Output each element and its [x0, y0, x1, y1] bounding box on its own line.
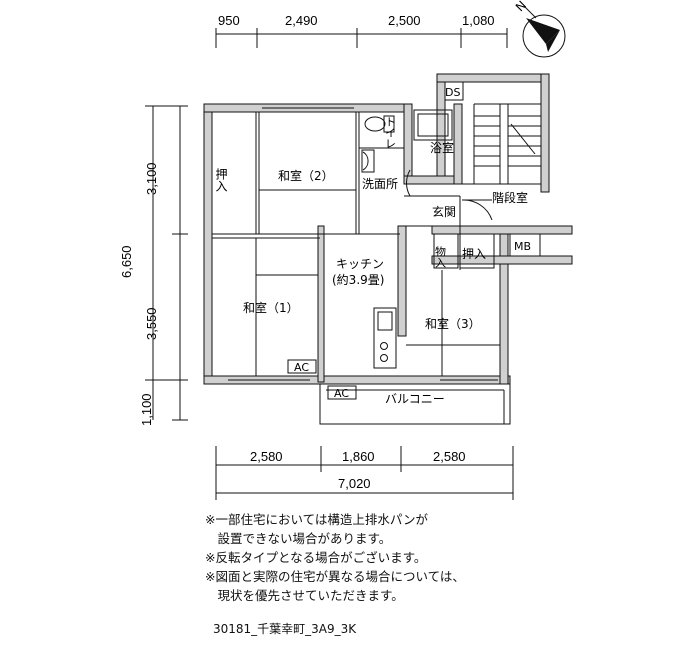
ds-label: DS — [445, 86, 460, 99]
monoire-label: 物入 — [434, 245, 447, 268]
top-dimension-line — [215, 28, 508, 48]
left-dim-1: 3,100 — [144, 162, 159, 195]
toilet-label: トイレ — [384, 116, 397, 149]
ac-label-1: AC — [294, 361, 309, 374]
balcony-label: バルコニー — [385, 392, 445, 406]
bottom-dim-1: 2,580 — [250, 449, 283, 464]
washitsu-1-label: 和室（1） — [243, 300, 299, 315]
washitsu-2-label: 和室（2） — [278, 168, 334, 183]
room-labels: 和室（2） 和室（1） 和室（3） 押入 押入 物入 トイレ 浴室 洗面所 玄関… — [214, 86, 531, 406]
left-dimension-line — [145, 105, 188, 421]
bottom-dim-3: 2,580 — [433, 449, 466, 464]
note-1: ※一部住宅においては構造上排水パンが — [205, 512, 428, 527]
kaidanshitsu-label: 階段室 — [492, 190, 528, 205]
genkan-label: 玄関 — [432, 204, 456, 219]
bath-label: 浴室 — [430, 140, 454, 155]
kitchen-label: キッチン — [336, 257, 384, 271]
left-dim-2: 6,650 — [119, 245, 134, 278]
kitchen-size-label: (約3.9畳) — [332, 272, 384, 287]
plan-code: 30181_千葉幸町_3A9_3K — [213, 622, 357, 636]
oshiire-left-label: 押入 — [214, 168, 228, 192]
washitsu-3-label: 和室（3） — [425, 316, 481, 331]
notes: ※一部住宅においては構造上排水パンが 設置できない場合があります。 ※反転タイプ… — [205, 510, 465, 605]
bottom-dim-2: 1,860 — [342, 449, 375, 464]
note-2: 設置できない場合があります。 — [205, 531, 392, 546]
top-dim-2: 2,490 — [285, 13, 318, 28]
oshiire-mid-label: 押入 — [462, 247, 486, 261]
note-3: ※反転タイプとなる場合がございます。 — [205, 550, 427, 565]
top-dim-3: 2,500 — [388, 13, 421, 28]
dimension-labels: 950 2,490 2,500 1,080 3,100 6,650 3,550 … — [119, 13, 495, 491]
top-dim-1: 950 — [218, 13, 240, 28]
partitions — [212, 81, 541, 425]
bottom-dimension-line — [215, 446, 514, 500]
note-5: 現状を優先させていただきます。 — [205, 588, 404, 603]
left-dim-3: 3,550 — [144, 307, 159, 340]
note-4: ※図面と実際の住宅が異なる場合については、 — [205, 569, 465, 584]
senmenjo-label: 洗面所 — [362, 177, 398, 191]
bottom-total: 7,020 — [338, 476, 371, 491]
mb-label: MB — [514, 240, 531, 253]
top-dim-4: 1,080 — [462, 13, 495, 28]
north-arrow-icon: N — [513, 0, 566, 58]
left-dim-4: 1,100 — [139, 393, 154, 426]
ac-label-2: AC — [334, 387, 349, 400]
north-label: N — [513, 0, 529, 14]
